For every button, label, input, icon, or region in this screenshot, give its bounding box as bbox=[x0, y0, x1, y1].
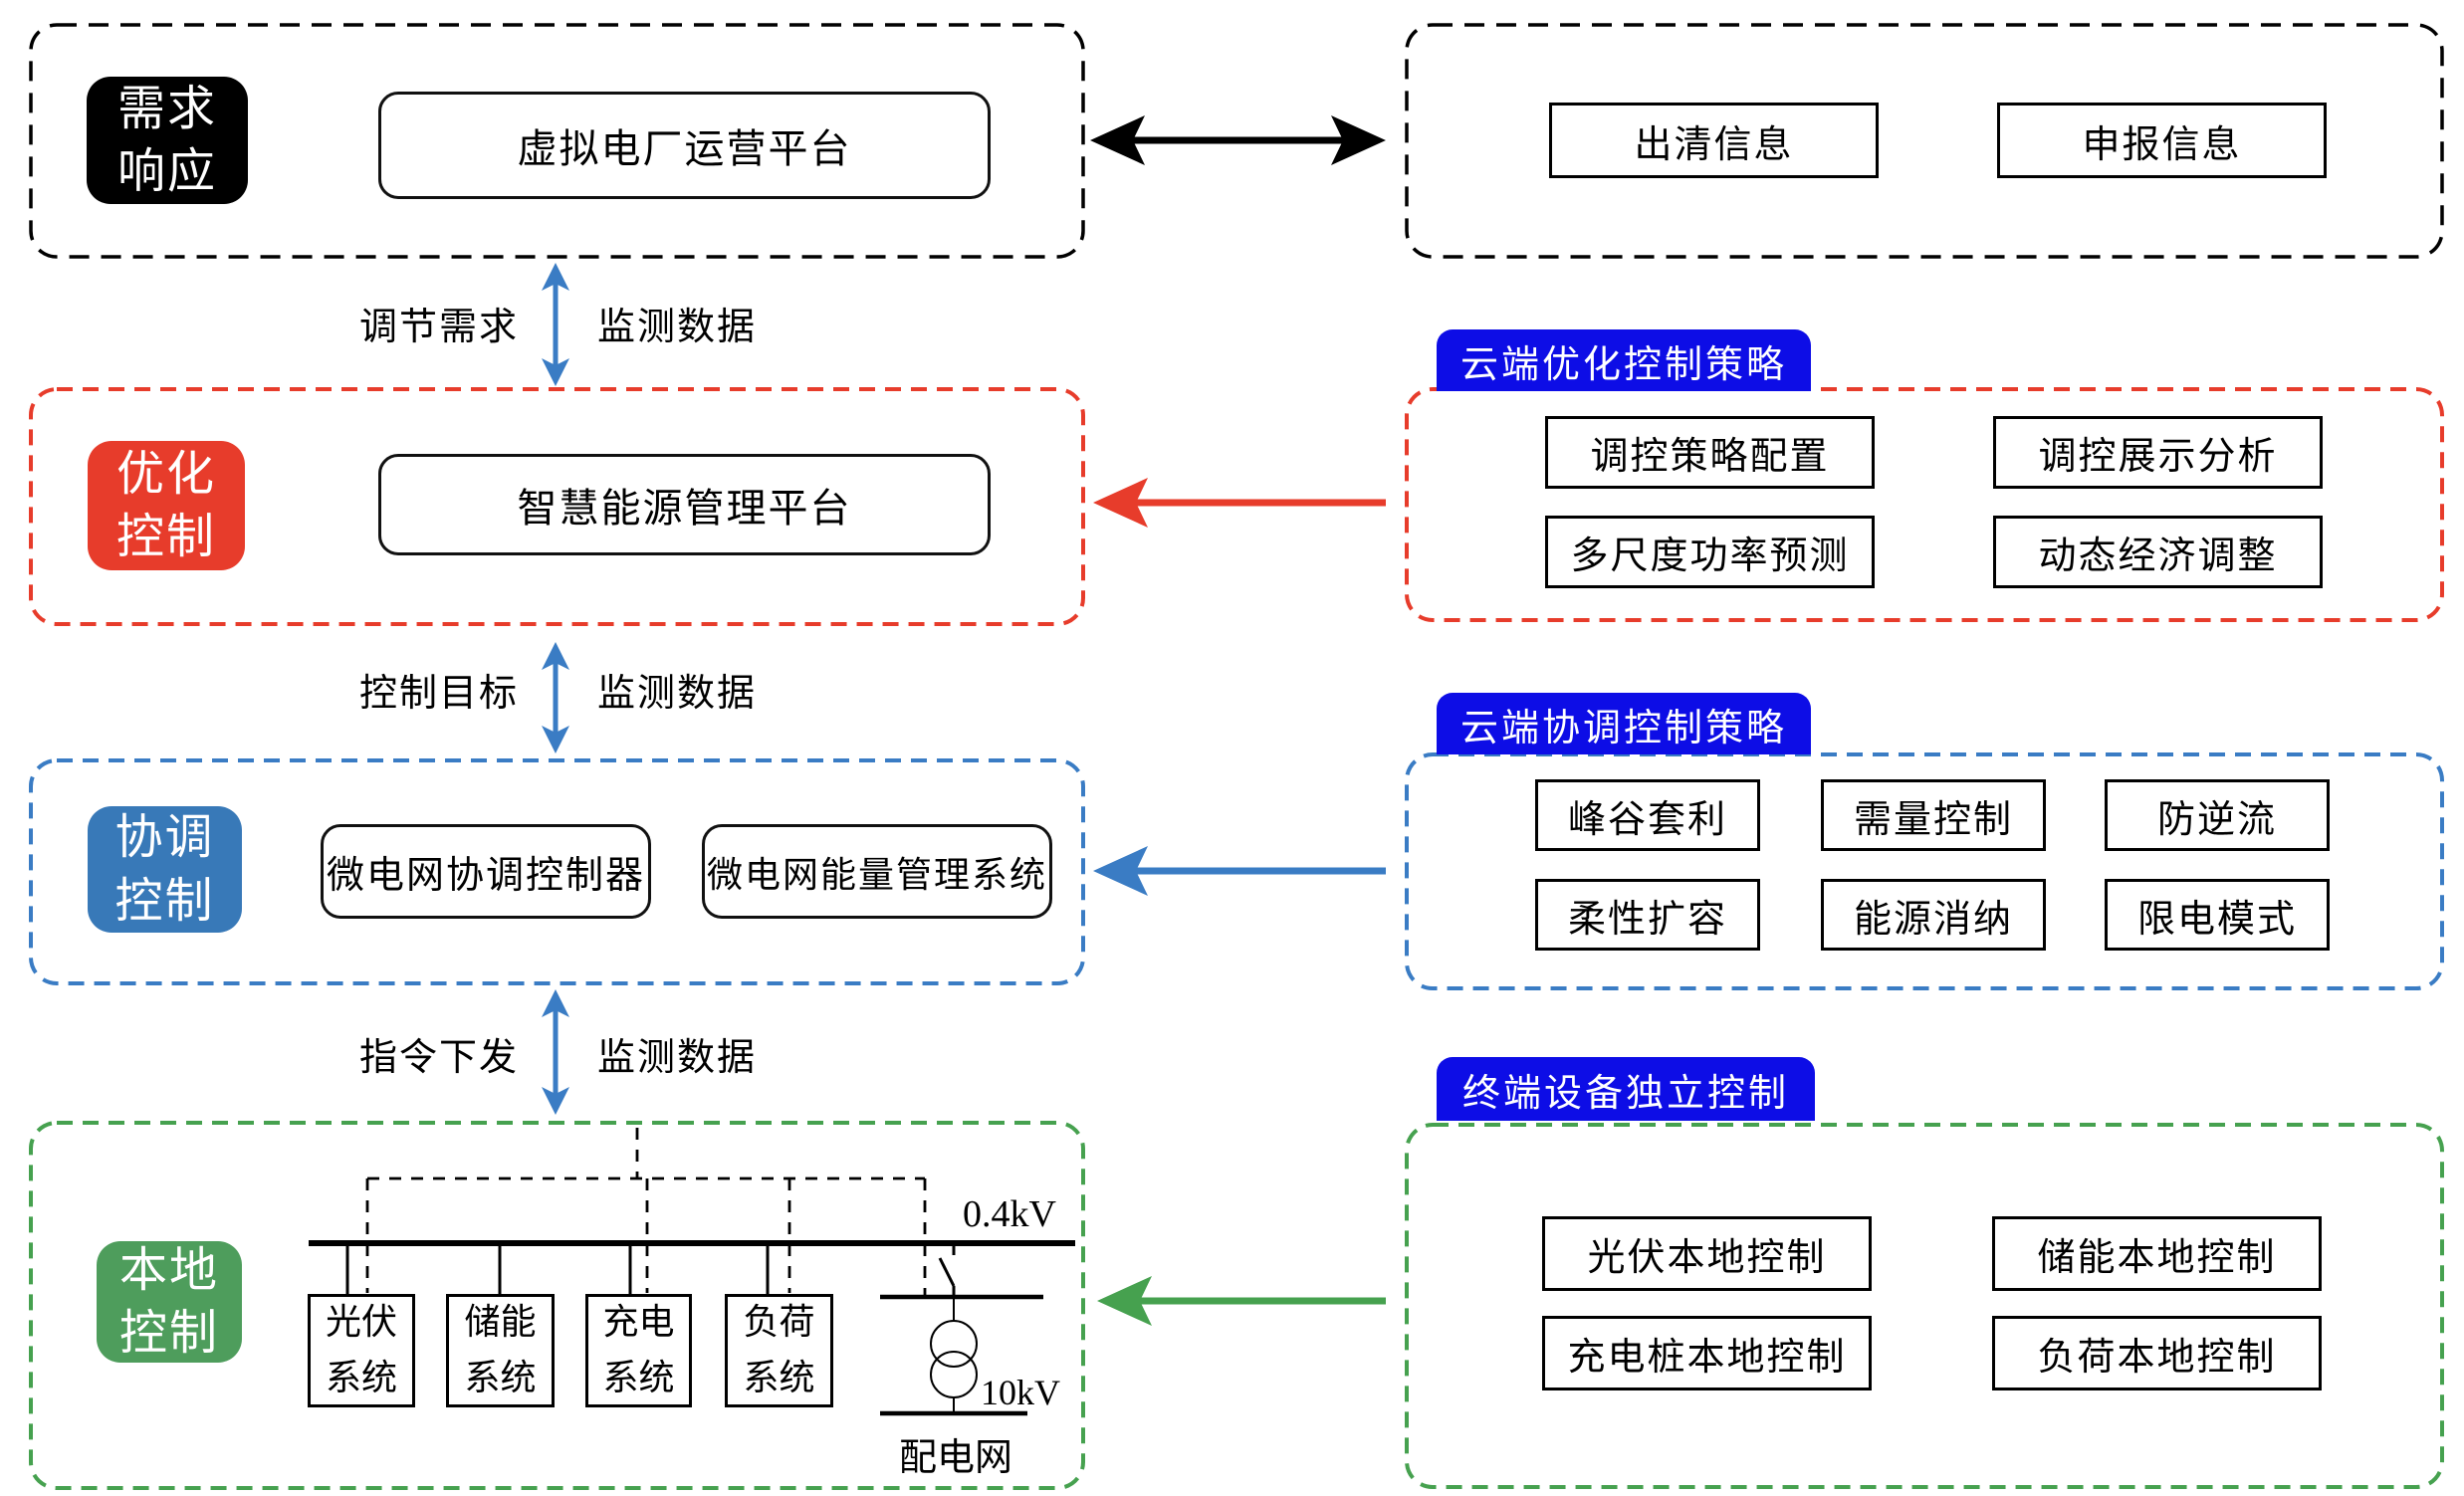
cloud-coordination-arrowhead bbox=[1093, 846, 1148, 896]
cloud-coord-item: 能源消纳 bbox=[1821, 879, 2046, 951]
tier-label-line: 优化 bbox=[115, 447, 216, 501]
storage-system-box: 储能 系统 bbox=[446, 1294, 555, 1407]
link-label-command-dispatch: 指令下发 bbox=[358, 1036, 519, 1079]
device-box-line: 系统 bbox=[602, 1358, 675, 1397]
cloud-coord-item: 峰谷套利 bbox=[1535, 779, 1760, 851]
tier-label-line: 控制 bbox=[114, 874, 215, 928]
cloud-opt-item: 动态经济调整 bbox=[1993, 516, 2323, 588]
tier-label-line: 需求 bbox=[116, 82, 217, 135]
panel-header-device-control: 终端设备独立控制 bbox=[1437, 1057, 1815, 1121]
vpp-platform-box: 虚拟电厂运营平台 bbox=[378, 92, 991, 199]
cloud-optimization-panel-box bbox=[1405, 387, 2444, 622]
link-label-monitor-data-3: 监测数据 bbox=[596, 1036, 757, 1079]
optimization-tier-box bbox=[29, 387, 1085, 626]
lv-bus-label: 0.4kV bbox=[963, 1193, 1056, 1235]
market-link-arrowhead-left bbox=[1090, 115, 1145, 165]
device-control-item: 储能本地控制 bbox=[1992, 1216, 2322, 1291]
device-box-line: 负荷 bbox=[743, 1302, 815, 1343]
grid-label: 配电网 bbox=[898, 1436, 1012, 1479]
cloud-coord-item: 需量控制 bbox=[1821, 779, 2046, 851]
link-label-monitor-data-2: 监测数据 bbox=[596, 672, 757, 715]
cloud-opt-item: 多尺度功率预测 bbox=[1545, 516, 1875, 588]
tier-label-line: 控制 bbox=[115, 511, 216, 563]
microgrid-controller-box: 微电网协调控制器 bbox=[321, 824, 651, 919]
charging-system-box: 充电 系统 bbox=[585, 1294, 692, 1407]
device-control-item: 充电桩本地控制 bbox=[1542, 1316, 1872, 1390]
tier3-tier4-link-arrow bbox=[542, 989, 569, 1115]
device-box-line: 充电 bbox=[602, 1302, 675, 1343]
device-box-line: 光伏 bbox=[325, 1302, 397, 1343]
cloud-opt-item: 调控策略配置 bbox=[1545, 416, 1875, 489]
market-link-arrowhead-right bbox=[1331, 115, 1386, 165]
tier-label-coordination: 协调 控制 bbox=[88, 806, 242, 933]
tier-label-demand-response: 需求 响应 bbox=[87, 77, 248, 204]
cloud-opt-item: 调控展示分析 bbox=[1993, 416, 2323, 489]
demand-response-tier-box bbox=[29, 23, 1085, 259]
device-box-line: 储能 bbox=[464, 1302, 537, 1343]
breaker-icon bbox=[938, 1243, 956, 1297]
market-info-panel-box bbox=[1405, 23, 2444, 259]
link-label-adjust-demand: 调节需求 bbox=[358, 306, 519, 348]
coordination-tier-box bbox=[29, 758, 1085, 985]
device-control-item: 负荷本地控制 bbox=[1992, 1316, 2322, 1390]
market-item-declaration-info: 申报信息 bbox=[1997, 103, 2327, 178]
market-item-clearing-info: 出清信息 bbox=[1549, 103, 1879, 178]
hv-bus-label: 10kV bbox=[981, 1373, 1060, 1412]
tier2-tier3-link-arrow bbox=[542, 642, 569, 753]
device-box-line: 系统 bbox=[464, 1358, 537, 1397]
device-control-item: 光伏本地控制 bbox=[1542, 1216, 1872, 1291]
pv-system-box: 光伏 系统 bbox=[308, 1294, 415, 1407]
device-feeder-lines bbox=[345, 1243, 770, 1294]
cloud-coord-item: 防逆流 bbox=[2105, 779, 2330, 851]
energy-mgmt-platform-box: 智慧能源管理平台 bbox=[378, 454, 991, 555]
tier-label-optimization: 优化 控制 bbox=[88, 441, 245, 570]
cloud-optimization-arrowhead bbox=[1093, 478, 1148, 528]
device-box-line: 系统 bbox=[743, 1358, 815, 1397]
link-label-monitor-data-1: 监测数据 bbox=[596, 306, 757, 348]
tier-label-line: 控制 bbox=[118, 1307, 219, 1360]
panel-header-cloud-optimization: 云端优化控制策略 bbox=[1437, 329, 1811, 391]
cloud-coordination-panel-box bbox=[1405, 752, 2444, 990]
tier-label-line: 响应 bbox=[116, 145, 217, 198]
comm-dashed-lines bbox=[365, 1128, 927, 1295]
cloud-coord-item: 柔性扩容 bbox=[1535, 879, 1760, 951]
tier-label-local-control: 本地 控制 bbox=[97, 1241, 242, 1363]
cloud-coord-item: 限电模式 bbox=[2105, 879, 2330, 951]
local-control-tier-box bbox=[29, 1121, 1085, 1490]
device-control-panel-box bbox=[1405, 1123, 2444, 1489]
device-box-line: 系统 bbox=[325, 1358, 397, 1397]
transformer-icon bbox=[930, 1297, 978, 1412]
microgrid-ems-box: 微电网能量管理系统 bbox=[702, 824, 1052, 919]
tier-label-line: 协调 bbox=[114, 811, 215, 865]
panel-header-cloud-coordination: 云端协调控制策略 bbox=[1437, 693, 1811, 754]
link-label-control-target: 控制目标 bbox=[358, 672, 519, 715]
tier-label-line: 本地 bbox=[118, 1243, 219, 1297]
device-control-arrowhead bbox=[1097, 1276, 1152, 1326]
tier1-tier2-link-arrow bbox=[542, 263, 569, 386]
load-system-box: 负荷 系统 bbox=[725, 1294, 833, 1407]
